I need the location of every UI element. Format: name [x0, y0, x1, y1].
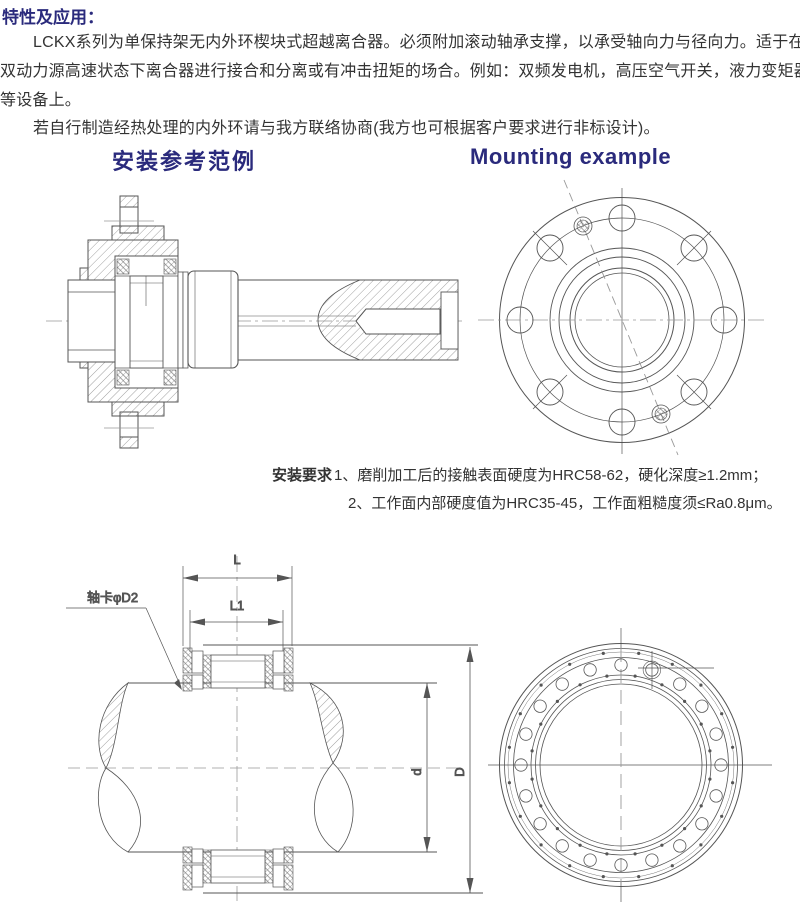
bearing: [114, 255, 179, 389]
requirement-item-1: 1、磨削加工后的接触表面硬度为HRC58-62，硬化深度≥1.2mm；: [334, 467, 768, 484]
coupling-bottom: [182, 846, 483, 894]
section-title-en: Mounting example: [470, 144, 672, 169]
intro-line-4: 若自行制造经热处理的内外环请与我方联络协商(我方也可根据客户要求进行非标设计)。: [33, 120, 660, 137]
coupling-top: [182, 644, 478, 692]
dim-label-L: L: [233, 552, 240, 567]
section-title-cn: 安装参考范例: [112, 149, 257, 174]
intro-line-1: LCKX系列为单保持架无内外环楔块式超越离合器。必须附加滚动轴承支撑，以承受轴向…: [33, 34, 800, 51]
dim-label-L1: L1: [230, 598, 244, 613]
requirement-item-2: 2、工作面内部硬度值为HRC35-45，工作面粗糙度须≤Ra0.8μm。: [348, 495, 782, 512]
ring-rollers: [514, 658, 728, 872]
keyway: [355, 308, 441, 335]
flange-drawing: [478, 179, 766, 456]
requirements-label: 安装要求: [272, 467, 333, 484]
dim-label-D: D: [452, 767, 467, 776]
shaft-clip-label: 轴卡φD2: [87, 590, 138, 605]
intro-line-2: 双动力源高速状态下离合器进行接合和分离或有冲击扭矩的场合。例如：双频发电机，高压…: [0, 63, 800, 80]
dim-label-d: d: [409, 768, 424, 775]
intro-line-3: 等设备上。: [0, 92, 82, 109]
ring-drawing: [488, 628, 772, 902]
sectional-drawing: [46, 195, 462, 449]
ring-rivets: [507, 651, 735, 879]
features-heading: 特性及应用：: [2, 8, 104, 27]
dimension-drawing: L L1 轴卡φD2: [66, 552, 483, 901]
clutch-housing: [187, 270, 239, 369]
